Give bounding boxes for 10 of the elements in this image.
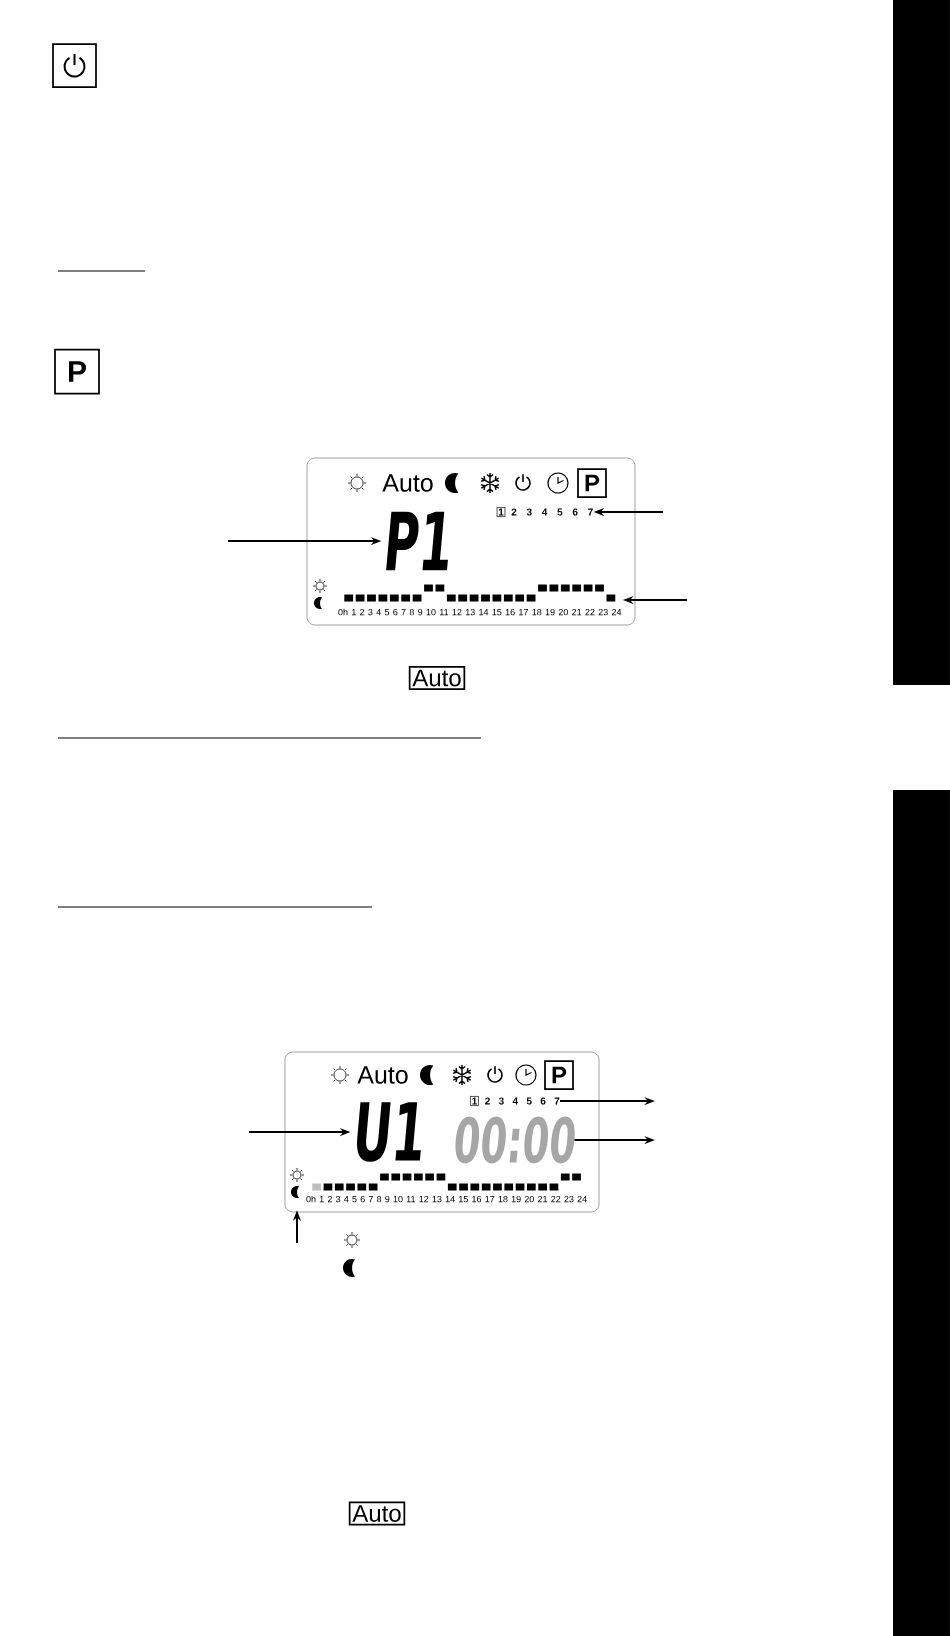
sun-moon-icon (289, 1167, 305, 1198)
segment-display-digits: 00:00 (455, 1116, 575, 1164)
weekday-row: 1 2 3 4 5 6 7 (469, 1096, 560, 1106)
segment-display-digits: U1 (357, 1102, 421, 1162)
hour-scale: 0h 1 2 3 4 5 6 7 8 9 10 11 12 13 14 15 16 17 18 19 20 21 22 23 24 (338, 608, 622, 616)
weekday-row: 1 2 3 4 5 6 7 (496, 507, 593, 517)
mode-label: Auto (357, 1066, 408, 1084)
hour-scale: 0h 1 2 3 4 5 6 7 8 9 10 11 12 13 14 15 16 17 18 19 20 21 22 23 24 (306, 1195, 587, 1203)
segment-display-digits: P1 (386, 511, 448, 571)
mode-label: Auto (382, 474, 433, 492)
